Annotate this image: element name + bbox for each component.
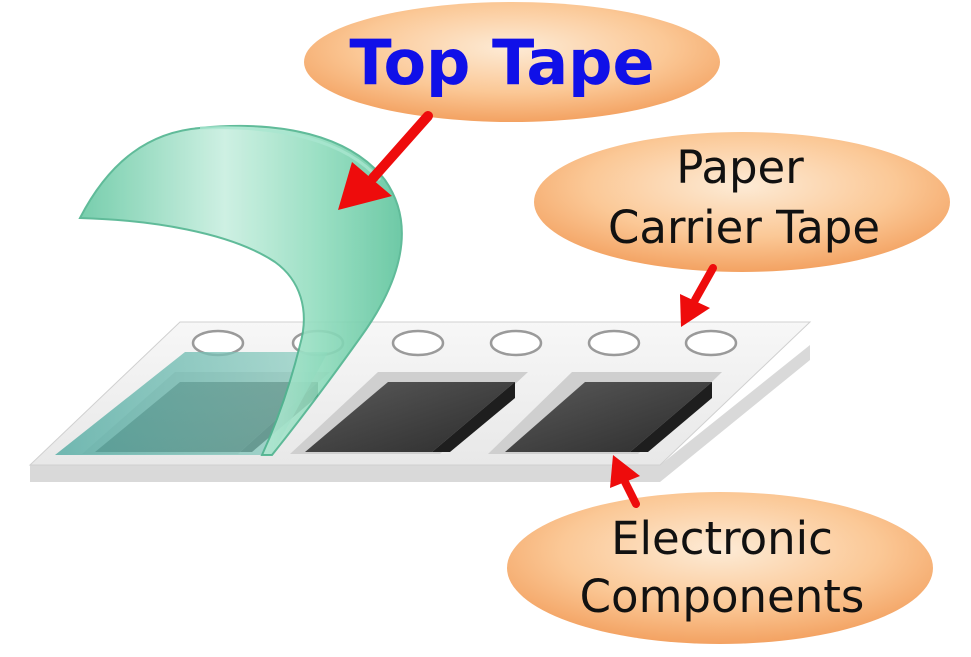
chip-component (305, 382, 515, 452)
sprocket-holes (191, 329, 738, 357)
electronic-components-label-line1: Electronic (611, 512, 833, 565)
sprocket-hole (391, 329, 445, 357)
top-tape-callout: Top Tape (304, 2, 720, 122)
top-tape-peeled (78, 125, 403, 456)
top-tape-arrow (338, 111, 433, 210)
top-tape-sealed (55, 352, 328, 455)
carrier-tape-side (30, 345, 810, 482)
carrier-tape-arrow (680, 264, 717, 327)
paper-carrier-tape-label-line2: Carrier Tape (608, 201, 880, 254)
electronic-components-label-line2: Components (580, 570, 865, 623)
paper-carrier-tape-callout: Paper Carrier Tape (534, 132, 950, 272)
chip-component (505, 382, 712, 452)
callout-arrows (338, 111, 717, 508)
electronic-components-callout: Electronic Components (507, 492, 933, 644)
sprocket-hole (587, 329, 641, 357)
sprocket-hole (489, 329, 543, 357)
paper-carrier-tape-bubble (534, 132, 950, 272)
sprocket-hole (684, 329, 738, 357)
paper-carrier-tape-label-line1: Paper (676, 141, 804, 194)
electronic-components-bubble (507, 492, 933, 644)
top-tape-bubble (304, 2, 720, 122)
components-arrow (610, 455, 640, 508)
top-tape (55, 125, 403, 456)
sprocket-hole (191, 329, 245, 357)
top-tape-label: Top Tape (349, 26, 654, 99)
